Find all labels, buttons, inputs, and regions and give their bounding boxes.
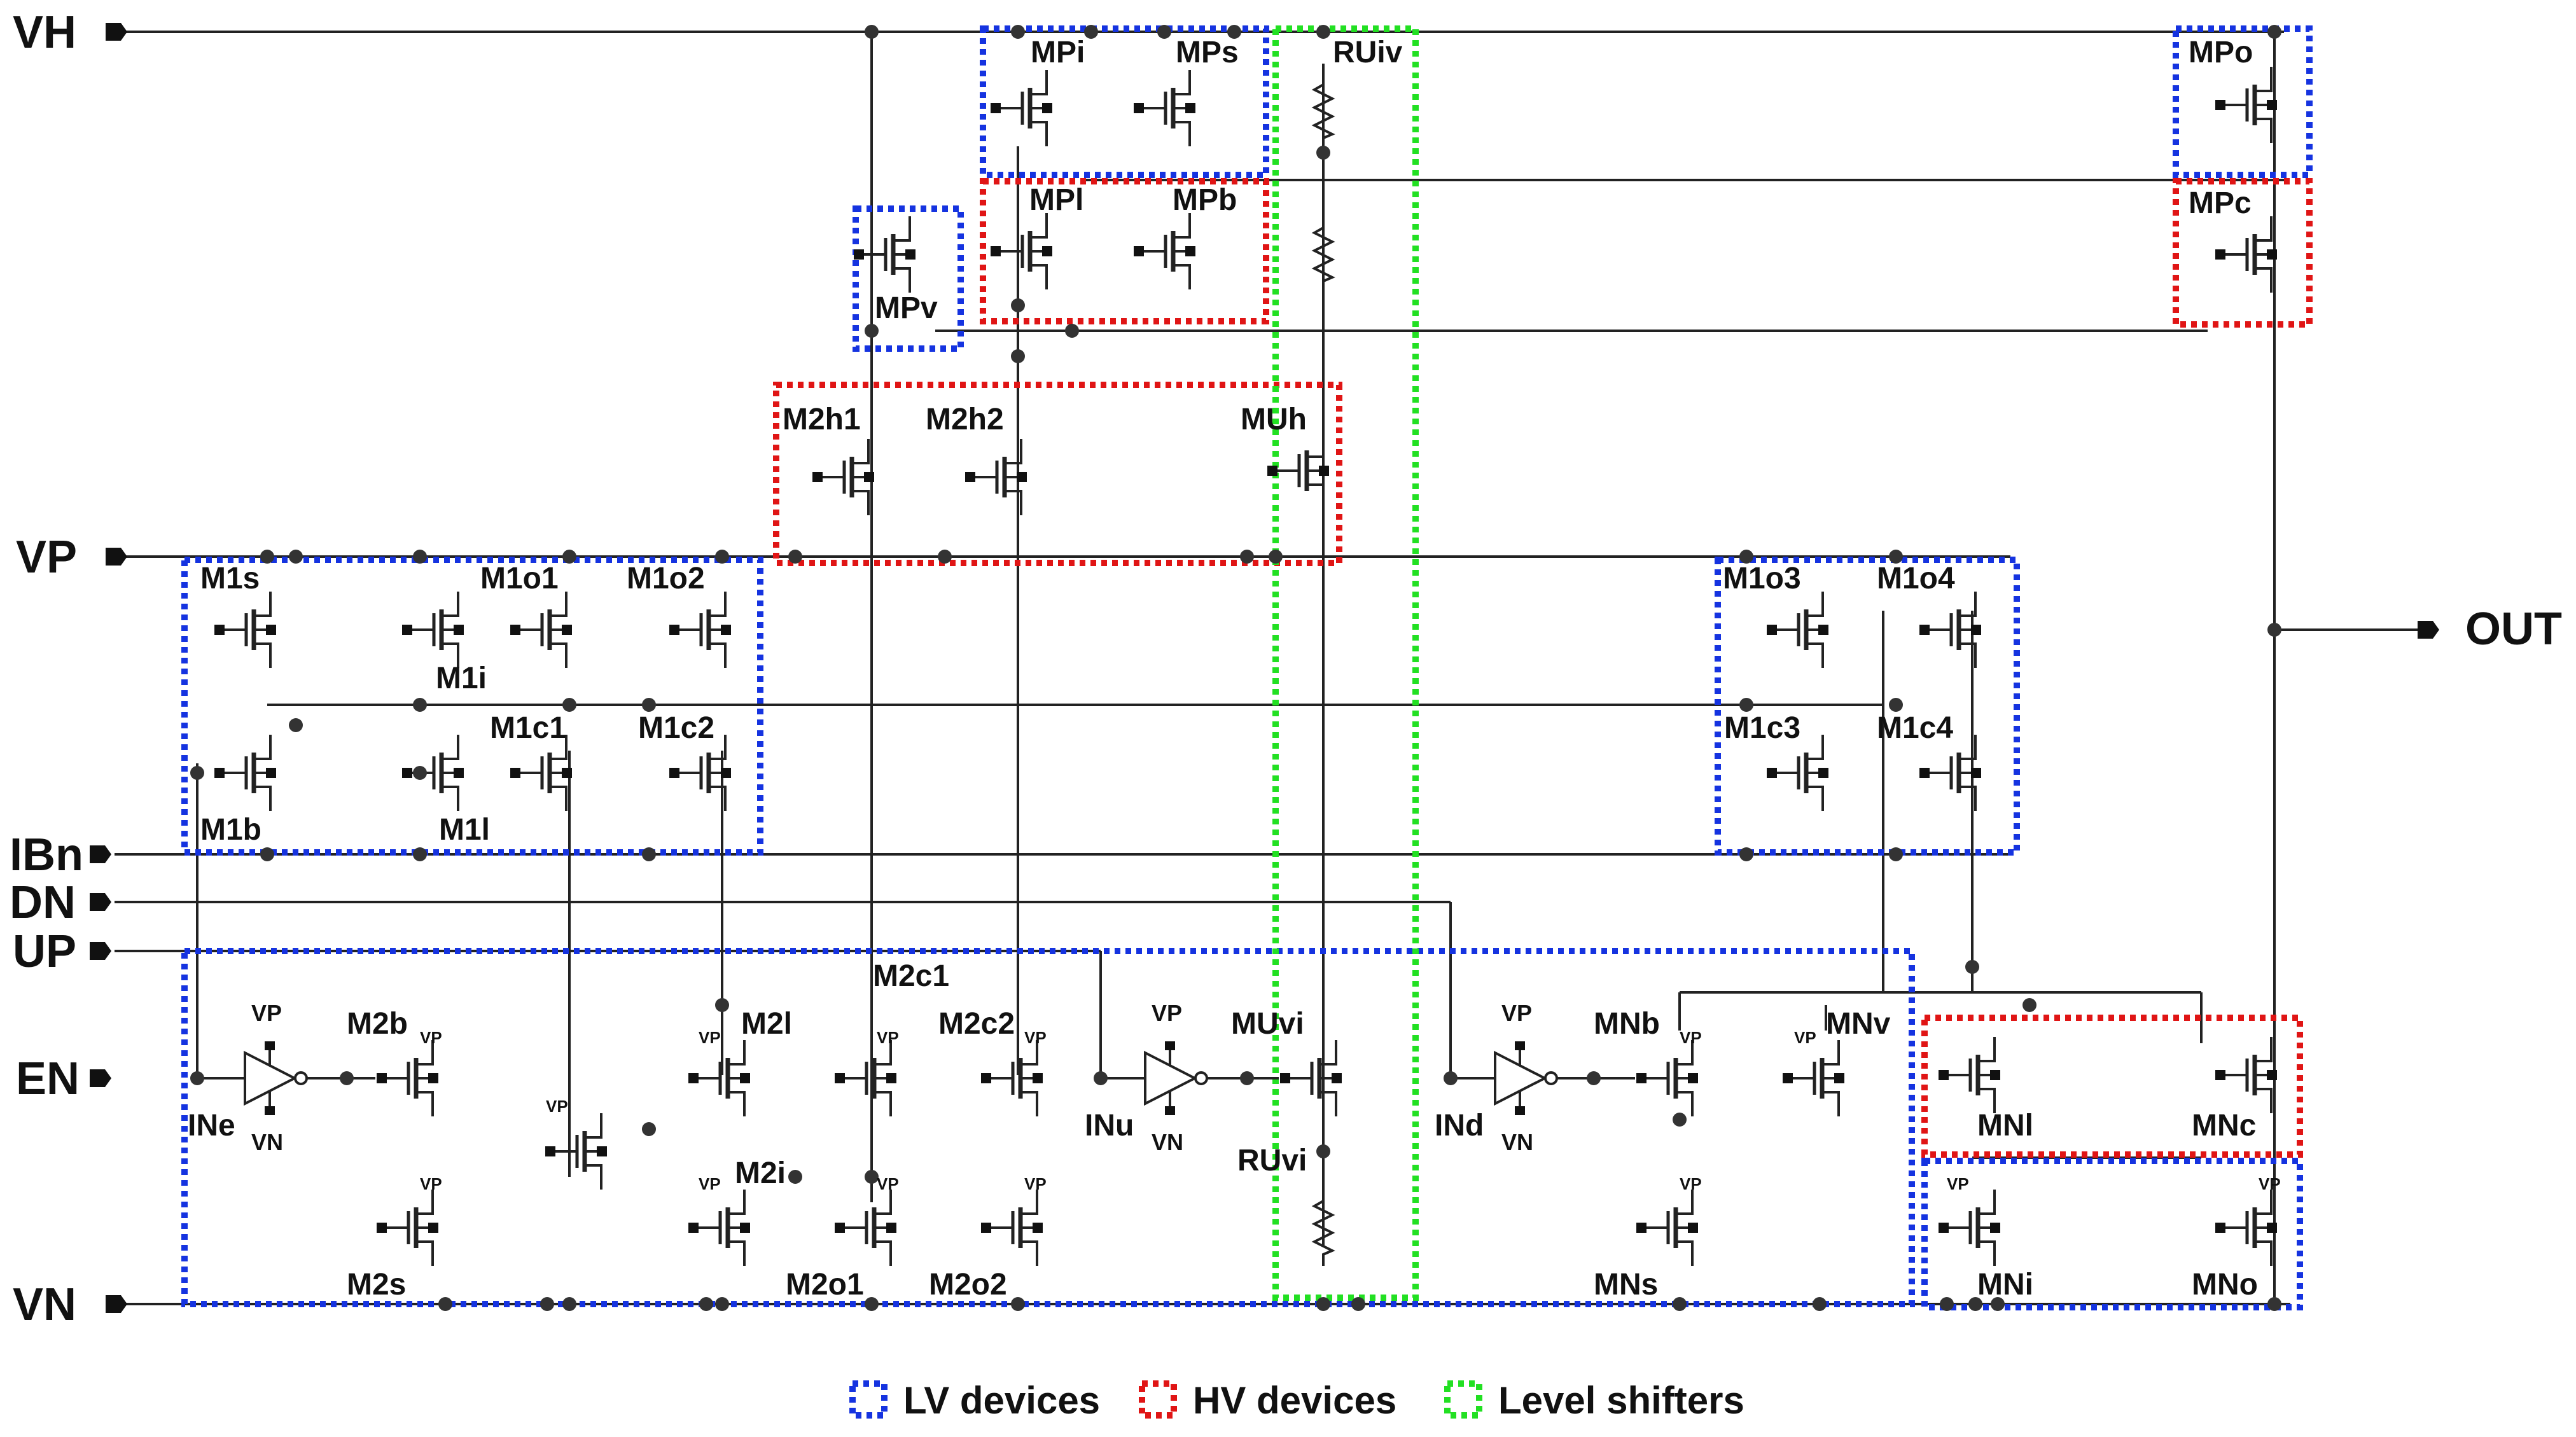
label-mns: MNs (1594, 1268, 1658, 1302)
label-m1c4: M1c4 (1877, 711, 1953, 745)
label-mnb: MNb (1594, 1007, 1660, 1041)
label-m2l: M2l (741, 1007, 792, 1041)
label-mni: MNi (1977, 1268, 2033, 1302)
label-m2o2: M2o2 (929, 1268, 1007, 1302)
legend-lv-label: LV devices (903, 1379, 1100, 1422)
label-mpv: MPv (875, 291, 938, 325)
device-labels: MPi MPs RUiv MPo MPl MPb MPc MPv M2h1 M2… (200, 36, 2258, 1302)
vp-tag: VP (1947, 1174, 1969, 1193)
label-m1c2: M1c2 (638, 711, 714, 745)
label-m2s: M2s (347, 1268, 406, 1302)
legend-ls-label: Level shifters (1498, 1379, 1744, 1422)
hv-boxes (773, 178, 2313, 1158)
label-mpo: MPo (2189, 36, 2253, 69)
label-m1o4: M1o4 (1877, 562, 1955, 595)
label-ine: INe (188, 1109, 235, 1142)
label-m2i: M2i (735, 1156, 786, 1190)
pin-up: UP (13, 926, 76, 977)
label-m1i: M1i (436, 662, 487, 695)
legend-hv-label: HV devices (1193, 1379, 1396, 1422)
label-mnc: MNc (2192, 1109, 2256, 1142)
vp-tag: VP (1024, 1174, 1047, 1193)
label-m2c2: M2c2 (938, 1007, 1015, 1041)
label-m2b: M2b (347, 1007, 408, 1041)
label-muvi: MUvi (1231, 1007, 1304, 1041)
vp-tag: VP (546, 1097, 568, 1116)
label-m2h2: M2h2 (926, 403, 1004, 436)
pin-dn: DN (10, 877, 76, 928)
pin-vp: VP (16, 532, 77, 583)
label-inu: INu (1085, 1109, 1134, 1142)
label-ruvi: RUvi (1237, 1144, 1307, 1177)
pin-en: EN (16, 1053, 80, 1104)
vp-tag: VP (1794, 1028, 1816, 1047)
label-m1l: M1l (439, 813, 490, 847)
inverter-supply-top: VP (1501, 1000, 1532, 1026)
transistors (214, 67, 2277, 1266)
vp-tag: VP (877, 1174, 899, 1193)
label-m1c1: M1c1 (490, 711, 566, 745)
inverter-supply-bottom: VN (251, 1129, 283, 1155)
label-m1s: M1s (200, 562, 260, 595)
vp-tag: VP (699, 1028, 721, 1047)
lv-boxes (181, 25, 2313, 1310)
vp-tag: VP (1024, 1028, 1047, 1047)
level-shifter-box (1272, 25, 1419, 1301)
label-m1c3: M1c3 (1724, 711, 1800, 745)
inverters (197, 1040, 1635, 1116)
label-m1o1: M1o1 (480, 562, 559, 595)
inverter-supply-top: VP (251, 1000, 282, 1026)
vp-tag: VP (1680, 1174, 1702, 1193)
vp-tag: VP (1680, 1028, 1702, 1047)
inverter-labels: INe INu INd VP VN VP VN VP VN (188, 1000, 1533, 1155)
label-ind: INd (1435, 1109, 1484, 1142)
inverter-supply-bottom: VN (1152, 1129, 1183, 1155)
inverter-supply-top: VP (1152, 1000, 1182, 1026)
pin-ibn: IBn (10, 830, 83, 880)
legend-ls-swatch (1444, 1380, 1482, 1419)
label-mps: MPs (1176, 36, 1239, 69)
pin-out: OUT (2465, 604, 2562, 655)
local-supply-tags: VP VP VP VP VP VP VP VP VP VP VP VP VP V… (420, 1028, 2281, 1193)
pin-vh: VH (13, 7, 76, 58)
label-muh: MUh (1241, 403, 1307, 436)
label-m1b: M1b (200, 813, 261, 847)
label-m2h1: M2h1 (783, 403, 861, 436)
vp-tag: VP (2259, 1174, 2281, 1193)
label-m1o2: M1o2 (627, 562, 705, 595)
label-m1o3: M1o3 (1723, 562, 1801, 595)
label-m2c1: M2c1 (873, 959, 949, 993)
label-ruiv: RUiv (1333, 36, 1403, 69)
legend-lv-swatch (849, 1380, 888, 1419)
vp-tag: VP (420, 1174, 442, 1193)
junction-dots (190, 25, 2281, 1311)
label-mno: MNo (2192, 1268, 2258, 1302)
label-mnl: MNl (1977, 1109, 2033, 1142)
label-mnv: MNv (1826, 1007, 1891, 1041)
vp-tag: VP (420, 1028, 442, 1047)
label-mpc: MPc (2189, 186, 2252, 220)
legend: LV devices HV devices Level shifters (849, 1379, 1744, 1422)
vp-tag: VP (877, 1028, 899, 1047)
label-m2o1: M2o1 (786, 1268, 864, 1302)
label-mpb: MPb (1173, 183, 1237, 217)
label-mpl: MPl (1029, 183, 1083, 217)
pin-labels: VH VP IBn DN UP EN VN OUT (10, 7, 2562, 1330)
vp-tag: VP (699, 1174, 721, 1193)
label-mpi: MPi (1031, 36, 1085, 69)
inverter-supply-bottom: VN (1501, 1129, 1533, 1155)
pin-vn: VN (13, 1279, 76, 1330)
legend-hv-swatch (1139, 1380, 1177, 1419)
